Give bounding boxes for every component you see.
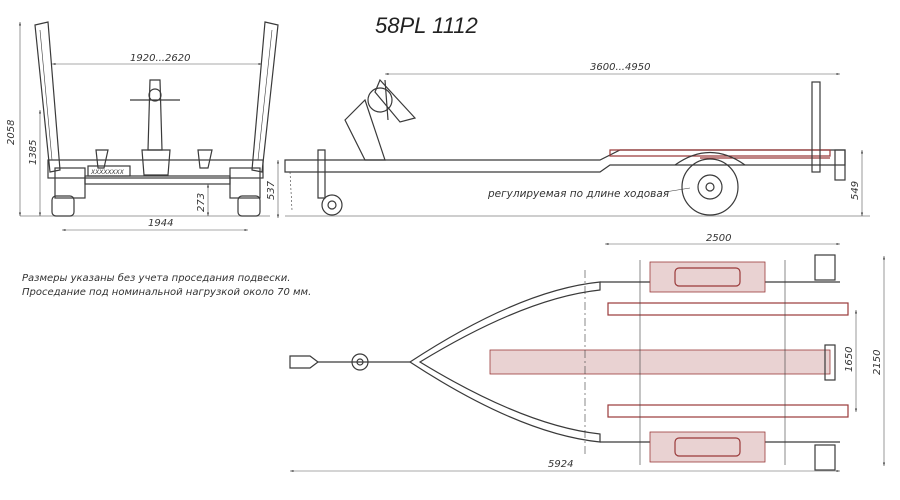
drawing-title: 58PL 1112: [375, 13, 478, 38]
top-view: 2500 5924 1650 2150: [289, 233, 886, 473]
dim-total-length: 5924: [548, 459, 573, 470]
dim-total-height: 2058: [6, 120, 17, 145]
note-line-2: Проседание под номинальной нагрузкой око…: [22, 287, 311, 298]
dim-total-width: 2150: [872, 350, 883, 375]
dim-inner-width: 1650: [844, 347, 855, 372]
dim-hitch-height: 537: [266, 180, 277, 200]
side-view: 3600...4950 537 549 регулируемая по длин…: [266, 62, 870, 218]
note-line-1: Размеры указаны без учета проседания под…: [22, 272, 290, 284]
dim-track-width: 1944: [148, 218, 173, 229]
dim-bunk-length: 2500: [706, 233, 731, 244]
adjust-label: регулируемая по длине ходовая: [487, 188, 669, 200]
plate-text: XXXXXXXX: [90, 169, 125, 176]
dim-length-range: 3600...4950: [590, 62, 650, 73]
dim-axle-height: 273: [196, 193, 207, 212]
dim-width-range: 1920...2620: [130, 53, 190, 64]
dim-frame-height: 549: [850, 181, 861, 200]
front-view: XXXXXXXX 1920...2620 2058 1385 273 1944: [6, 21, 279, 232]
dim-bunk-height: 1385: [28, 140, 39, 165]
